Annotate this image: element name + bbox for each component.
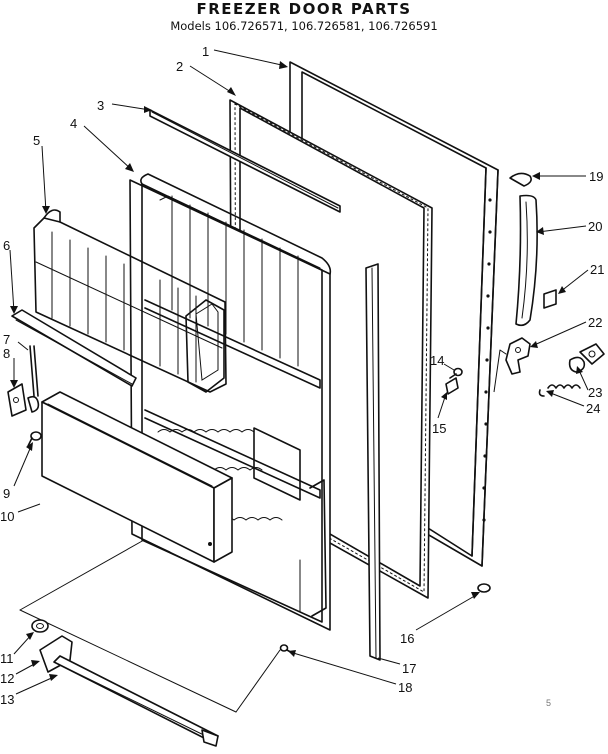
callout-15: 15 (432, 421, 446, 436)
wire-door-rack (33, 209, 227, 393)
callout-2: 2 (176, 59, 183, 74)
handle-clip (445, 377, 459, 395)
mounting-screw (27, 431, 42, 447)
top-trim-strip (149, 109, 341, 213)
callout-4: 4 (70, 116, 77, 131)
door-handle (515, 194, 538, 327)
hinge-bushing (31, 619, 49, 633)
callout-1: 1 (202, 44, 209, 59)
rail-retainer (29, 345, 39, 397)
bin-end-bracket (7, 383, 40, 417)
model-numbers: Models 106.726571, 106.726581, 106.72659… (170, 19, 438, 33)
callout-18: 18 (398, 680, 412, 695)
callout-5: 5 (33, 133, 40, 148)
callout-13: 13 (0, 692, 14, 707)
callout-24: 24 (586, 401, 600, 416)
callout-3: 3 (97, 98, 104, 113)
vertical-breaker-strip (365, 263, 381, 661)
hinge-pin-assembly (568, 343, 605, 373)
page-mark: 5 (546, 698, 551, 708)
callout-23: 23 (588, 385, 602, 400)
callout-22: 22 (588, 315, 602, 330)
callout-11: 11 (0, 651, 14, 666)
handle-end-cap (509, 172, 532, 187)
callout-7: 7 (3, 332, 10, 347)
callout-labels: 1 2 3 4 5 6 7 8 9 10 11 12 13 14 15 16 1… (0, 44, 604, 708)
door-bin (41, 391, 233, 563)
callout-9: 9 (3, 486, 10, 501)
handle-insert (543, 289, 557, 309)
callout-16: 16 (400, 631, 414, 646)
door-stop (477, 583, 491, 593)
callout-19: 19 (589, 169, 603, 184)
callout-21: 21 (590, 262, 604, 277)
callout-14: 14 (430, 353, 444, 368)
hinge-spring (538, 384, 581, 397)
callout-8: 8 (3, 346, 10, 361)
shelf-rail (11, 309, 137, 387)
handle-screw (449, 367, 463, 379)
diagram-title: FREEZER DOOR PARTS (196, 0, 412, 18)
callout-17: 17 (402, 661, 416, 676)
callout-10: 10 (0, 509, 14, 524)
callout-12: 12 (0, 671, 14, 686)
top-hinge (499, 337, 531, 375)
bottom-guide-lines (19, 539, 281, 713)
callout-6: 6 (3, 238, 10, 253)
callout-20: 20 (588, 219, 602, 234)
bottom-trim (53, 655, 219, 747)
leader-lines (9, 49, 589, 695)
